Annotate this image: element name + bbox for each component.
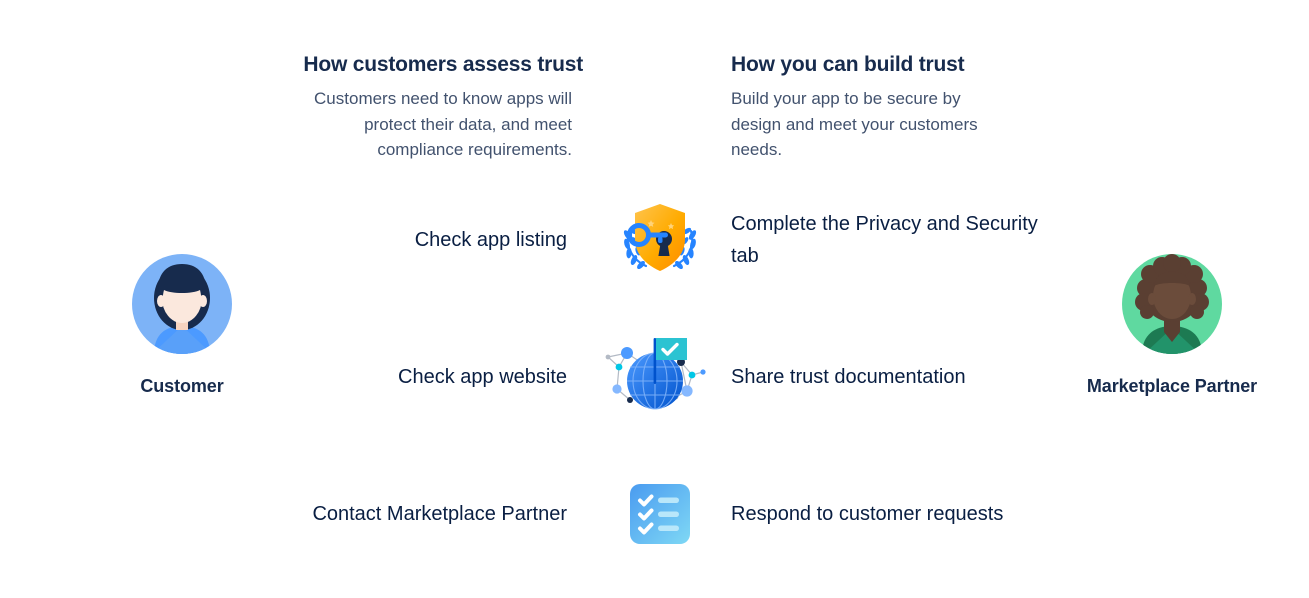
row-1-partner-action: Complete the Privacy and Security tab <box>731 213 1038 267</box>
partner-label: Marketplace Partner <box>1086 376 1258 396</box>
customer-avatar-icon <box>132 254 232 354</box>
persona-customer: Customer <box>57 254 307 397</box>
globe-flag-network-icon <box>597 334 713 420</box>
row-3-customer-action: Contact Marketplace Partner <box>312 503 567 525</box>
row-2-partner-action: Share trust documentation <box>731 366 966 388</box>
right-column-description: Build your app to be secure by design an… <box>731 89 978 159</box>
row-1-customer-action: Check app listing <box>414 229 567 251</box>
partner-avatar-icon <box>1122 254 1222 354</box>
persona-partner: Marketplace Partner <box>1047 254 1297 397</box>
row-3-partner-action: Respond to customer requests <box>731 503 1004 525</box>
left-column-heading: How customers assess trust <box>303 53 583 76</box>
left-column-description: Customers need to know apps will protect… <box>314 89 572 159</box>
row-2-customer-action: Check app website <box>398 366 567 388</box>
right-column-heading: How you can build trust <box>731 53 965 76</box>
customer-label: Customer <box>140 376 224 396</box>
shield-key-laurel-icon <box>617 197 703 283</box>
checklist-icon <box>629 483 691 545</box>
